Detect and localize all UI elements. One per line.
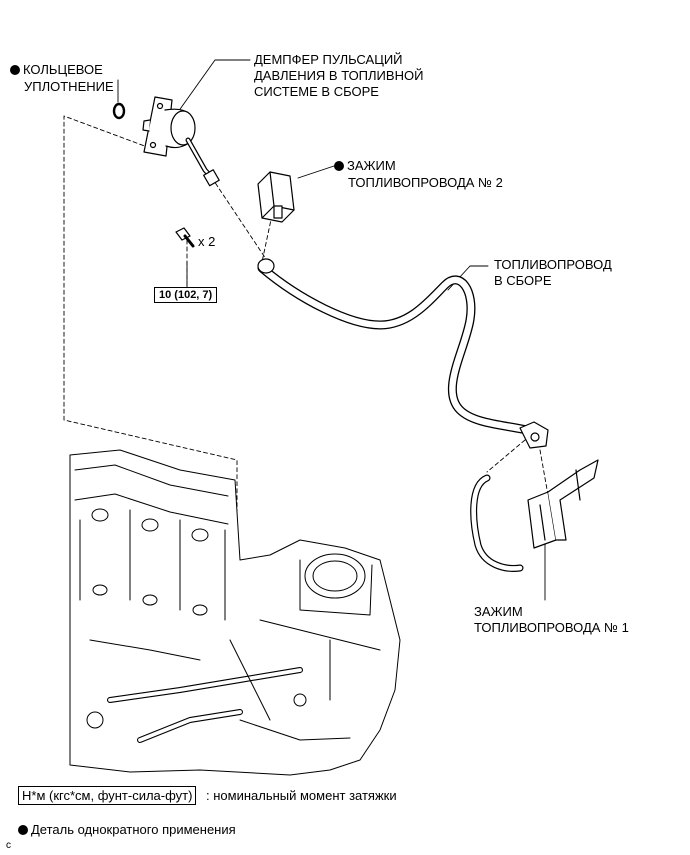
one-time-use-bullet-icon — [10, 65, 20, 75]
legend-one-time-use: Деталь однократного применения — [18, 822, 236, 838]
clamp1-label-line2: ТОПЛИВОПРОВОДА № 1 — [474, 620, 629, 635]
torque-spec-box: 10 (102, 7) — [154, 287, 218, 303]
fuel-pipe-label-line1: ТОПЛИВОПРОВОД — [494, 257, 612, 272]
clamp2-label: ЗАЖИМ — [334, 158, 396, 174]
fuel-pipe-label-line2: В СБОРЕ — [494, 273, 552, 288]
damper-label-line3: СИСТЕМЕ В СБОРЕ — [254, 84, 379, 99]
clamp1-label-line1: ЗАЖИМ — [474, 604, 523, 619]
legend-torque-description: : номинальный момент затяжки — [206, 788, 397, 803]
fuel-pipe-clamp-2-part — [257, 171, 295, 223]
damper-label-line1: ДЕМПФЕР ПУЛЬСАЦИЙ — [254, 52, 403, 67]
fuel-pipe-assembly-part — [257, 258, 549, 449]
fuel-hose-part — [470, 474, 524, 572]
legend-torque-unit: Н*м (кгс*см, фунт-сила-фут) — [18, 786, 197, 805]
bolt-part — [175, 227, 195, 248]
fuel-pipe-clamp-1-part — [527, 459, 599, 549]
one-time-use-bullet-icon — [18, 825, 28, 835]
clamp2-label-line2: ТОПЛИВОПРОВОДА № 2 — [348, 175, 503, 190]
pulsation-damper-part — [142, 96, 220, 187]
o-ring-label-line2: УПЛОТНЕНИЕ — [24, 79, 114, 94]
corner-mark: c — [6, 840, 11, 851]
o-ring-part — [112, 102, 126, 120]
engine-block-illustration — [69, 449, 401, 776]
o-ring-label: КОЛЬЦЕВОЕ — [10, 62, 103, 78]
leader-lines — [117, 59, 546, 601]
bolt-quantity: x 2 — [198, 234, 216, 249]
damper-label-line2: ДАВЛЕНИЯ В ТОПЛИВНОЙ — [254, 68, 424, 83]
one-time-use-bullet-icon — [334, 161, 344, 171]
